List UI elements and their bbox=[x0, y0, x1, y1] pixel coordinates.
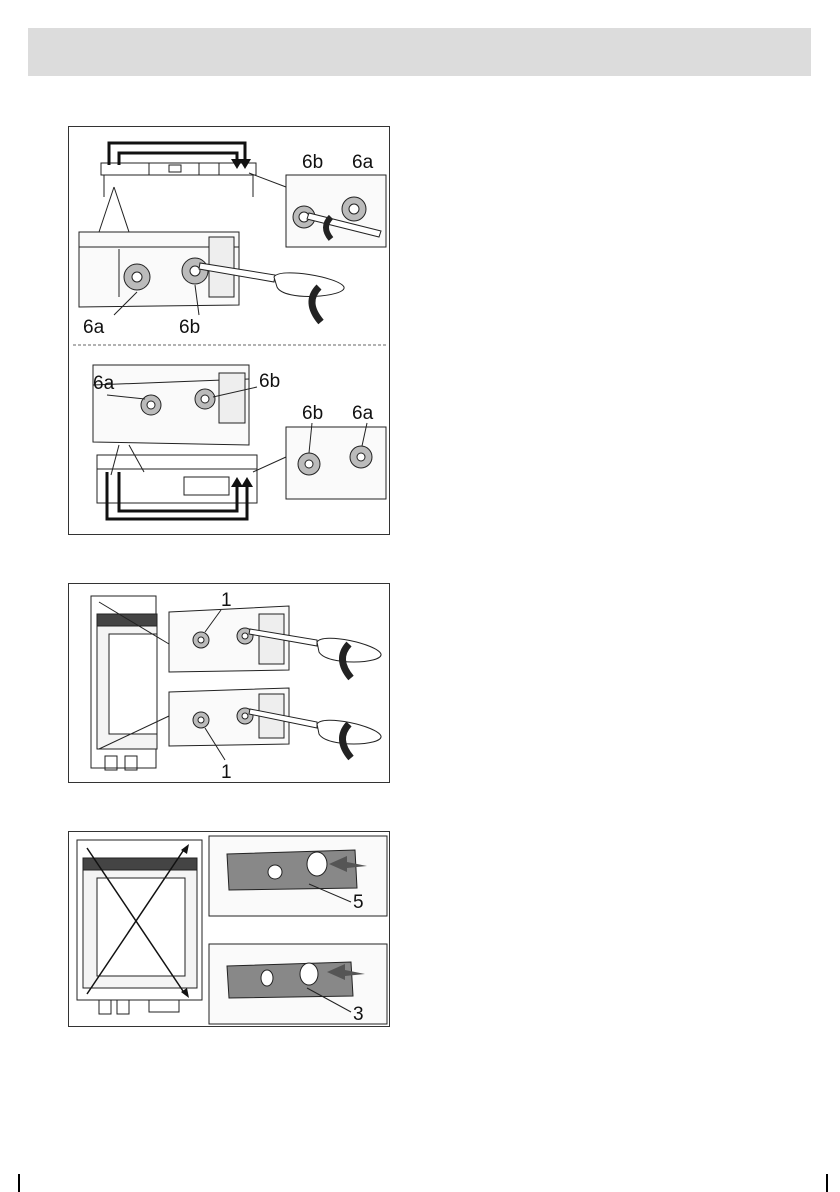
callout-6a: 6a bbox=[93, 373, 115, 394]
crop-mark-right bbox=[826, 1174, 840, 1192]
callout-6b: 6b bbox=[259, 371, 280, 392]
callout-1: 1 bbox=[221, 590, 232, 611]
header-bar bbox=[28, 28, 811, 76]
arrow-head bbox=[231, 159, 243, 169]
figure-cover-attach: 5 3 bbox=[68, 831, 390, 1027]
screw-icon bbox=[195, 389, 215, 409]
screw-icon bbox=[350, 446, 372, 468]
screw-icon bbox=[193, 632, 209, 648]
appliance-top-strip bbox=[101, 163, 256, 197]
screw-icon bbox=[182, 258, 208, 284]
callout-3: 3 bbox=[353, 1004, 364, 1025]
crop-mark-left bbox=[0, 1174, 20, 1192]
callout-6a: 6a bbox=[352, 152, 374, 173]
cover-plate-top bbox=[227, 850, 357, 890]
appliance-front bbox=[91, 596, 157, 770]
figure-screw-tighten-drawing: 1 1 bbox=[69, 584, 391, 784]
arrow-head bbox=[241, 477, 253, 487]
arrow-head bbox=[231, 477, 243, 487]
inset-top bbox=[169, 606, 289, 672]
callout-6a: 6a bbox=[83, 317, 105, 338]
figure-hinge-adjustment: 6b 6a 6a 6b bbox=[68, 126, 390, 535]
callout-1: 1 bbox=[221, 762, 232, 783]
inset-lower-left bbox=[93, 365, 249, 445]
screw-icon bbox=[141, 395, 161, 415]
callout-6b: 6b bbox=[302, 152, 323, 173]
figure-cover-attach-drawing: 5 3 bbox=[69, 832, 391, 1028]
callout-6b: 6b bbox=[302, 403, 323, 424]
callout-5: 5 bbox=[353, 892, 364, 913]
figure-hinge-adjustment-drawing: 6b 6a 6a 6b bbox=[69, 127, 391, 536]
screw-icon bbox=[124, 264, 150, 290]
callout-6b: 6b bbox=[179, 317, 200, 338]
direction-arrows-top bbox=[109, 143, 245, 165]
callout-6a: 6a bbox=[352, 403, 374, 424]
cover-plate-bottom bbox=[227, 962, 353, 998]
screw-icon bbox=[342, 197, 366, 221]
screw-icon bbox=[193, 712, 209, 728]
screw-icon bbox=[298, 453, 320, 475]
appliance-bottom-strip bbox=[97, 455, 257, 503]
figure-screw-tighten: 1 1 bbox=[68, 583, 390, 783]
